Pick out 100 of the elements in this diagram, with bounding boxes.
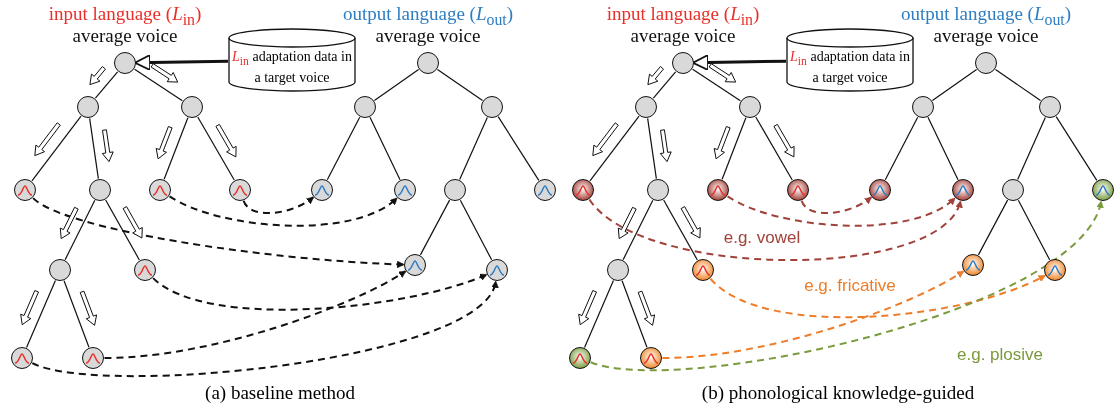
tree-node xyxy=(1002,179,1024,201)
tree-node xyxy=(354,96,376,118)
dashed-arrow xyxy=(168,195,398,227)
tree-node xyxy=(647,179,669,201)
tree-branch xyxy=(89,117,99,180)
tree-node xyxy=(607,259,629,281)
tree-branch xyxy=(105,199,140,261)
tree-branch xyxy=(197,116,235,181)
leaf-node xyxy=(134,259,156,281)
direction-arrow xyxy=(773,123,795,158)
tree-branch xyxy=(931,69,978,101)
tree-node xyxy=(672,52,694,74)
tree-branch xyxy=(621,280,648,348)
tree-branch xyxy=(373,69,420,101)
tree-branch xyxy=(94,71,119,99)
leaf-node xyxy=(11,347,33,369)
leaf-node xyxy=(572,179,594,201)
tree-branch xyxy=(25,279,57,349)
dashed-arrow xyxy=(709,274,1046,319)
tree-node xyxy=(481,96,503,118)
leaf-node xyxy=(692,259,714,281)
tree-branch xyxy=(692,68,741,102)
direction-arrow xyxy=(647,66,664,86)
node-text: L$_{in}$ adaptation data in a target voice xyxy=(231,47,353,87)
tree-branch xyxy=(369,116,401,181)
direction-arrow xyxy=(89,66,106,86)
tree-branch xyxy=(1055,116,1098,181)
node-text: L$_{in}$ adaptation data in a target voice xyxy=(789,47,911,87)
direction-arrow xyxy=(708,63,737,83)
tree-branch xyxy=(436,68,484,102)
tree-node xyxy=(975,52,997,74)
hollow-arrow xyxy=(134,54,229,71)
leaf-node xyxy=(952,179,974,201)
tree-branch xyxy=(459,116,488,181)
leaf-node xyxy=(640,347,662,369)
tree-node xyxy=(49,259,71,281)
direction-arrow xyxy=(617,206,637,240)
tree-branch xyxy=(459,199,493,261)
leaf-node xyxy=(569,347,591,369)
tree-branch xyxy=(163,117,189,180)
tree-branch xyxy=(326,116,361,181)
direction-arrow xyxy=(34,122,61,157)
dashed-arrow xyxy=(103,270,407,359)
tree-branch xyxy=(1017,116,1046,181)
tree-branch xyxy=(134,68,183,102)
dashed-arrow xyxy=(589,200,1103,372)
dashed-arrow xyxy=(726,195,956,227)
dashed-arrow xyxy=(242,196,315,215)
direction-arrow xyxy=(592,122,619,157)
tree-branch xyxy=(663,199,698,261)
tree-branch xyxy=(31,115,82,182)
direction-arrow xyxy=(79,290,98,326)
edge-label: e.g. plosive xyxy=(955,346,1045,364)
dashed-arrow xyxy=(588,198,962,262)
hollow-arrow xyxy=(692,54,787,71)
tree-branch xyxy=(884,116,919,181)
leaf-node xyxy=(1044,259,1066,281)
database-cylinder xyxy=(228,28,356,92)
leaf-node xyxy=(394,179,416,201)
tree-branch xyxy=(622,199,654,261)
tree-branch xyxy=(64,199,96,261)
dashed-arrow xyxy=(31,280,497,378)
leaf-node xyxy=(14,179,36,201)
tree-node xyxy=(114,52,136,74)
leaf-node xyxy=(534,179,556,201)
tree-node xyxy=(181,96,203,118)
leaf-node xyxy=(149,179,171,201)
tree-node xyxy=(635,96,657,118)
dashed-arrow xyxy=(661,270,965,359)
leaf-node xyxy=(962,254,984,276)
leaf-node xyxy=(707,179,729,201)
tree-branch xyxy=(497,116,540,181)
tree-branch xyxy=(1017,199,1051,261)
direction-arrow xyxy=(215,123,237,158)
tree-node xyxy=(912,96,934,118)
direction-arrow xyxy=(150,63,179,83)
dashed-arrow xyxy=(800,196,873,215)
tree-branch xyxy=(977,199,1009,256)
direction-arrow xyxy=(713,126,731,160)
direction-arrow xyxy=(59,206,79,240)
dashed-arrow xyxy=(32,197,405,268)
leaf-node xyxy=(787,179,809,201)
tree-branch xyxy=(647,117,657,180)
tree-branch xyxy=(583,279,615,349)
direction-arrow xyxy=(155,126,173,160)
leaf-node xyxy=(229,179,251,201)
leaf-node xyxy=(869,179,891,201)
tree-node xyxy=(444,179,466,201)
tree-branch xyxy=(994,68,1042,102)
tree-node xyxy=(417,52,439,74)
leaf-node xyxy=(404,254,426,276)
tree-branch xyxy=(589,115,640,182)
edge-label: e.g. vowel xyxy=(721,229,803,247)
tree-branch xyxy=(755,116,793,181)
tree-branch xyxy=(721,117,747,180)
direction-arrow xyxy=(659,129,672,163)
tree-branch xyxy=(63,280,90,348)
direction-arrow xyxy=(637,290,656,326)
direction-arrow xyxy=(20,290,39,326)
tree-node xyxy=(89,179,111,201)
